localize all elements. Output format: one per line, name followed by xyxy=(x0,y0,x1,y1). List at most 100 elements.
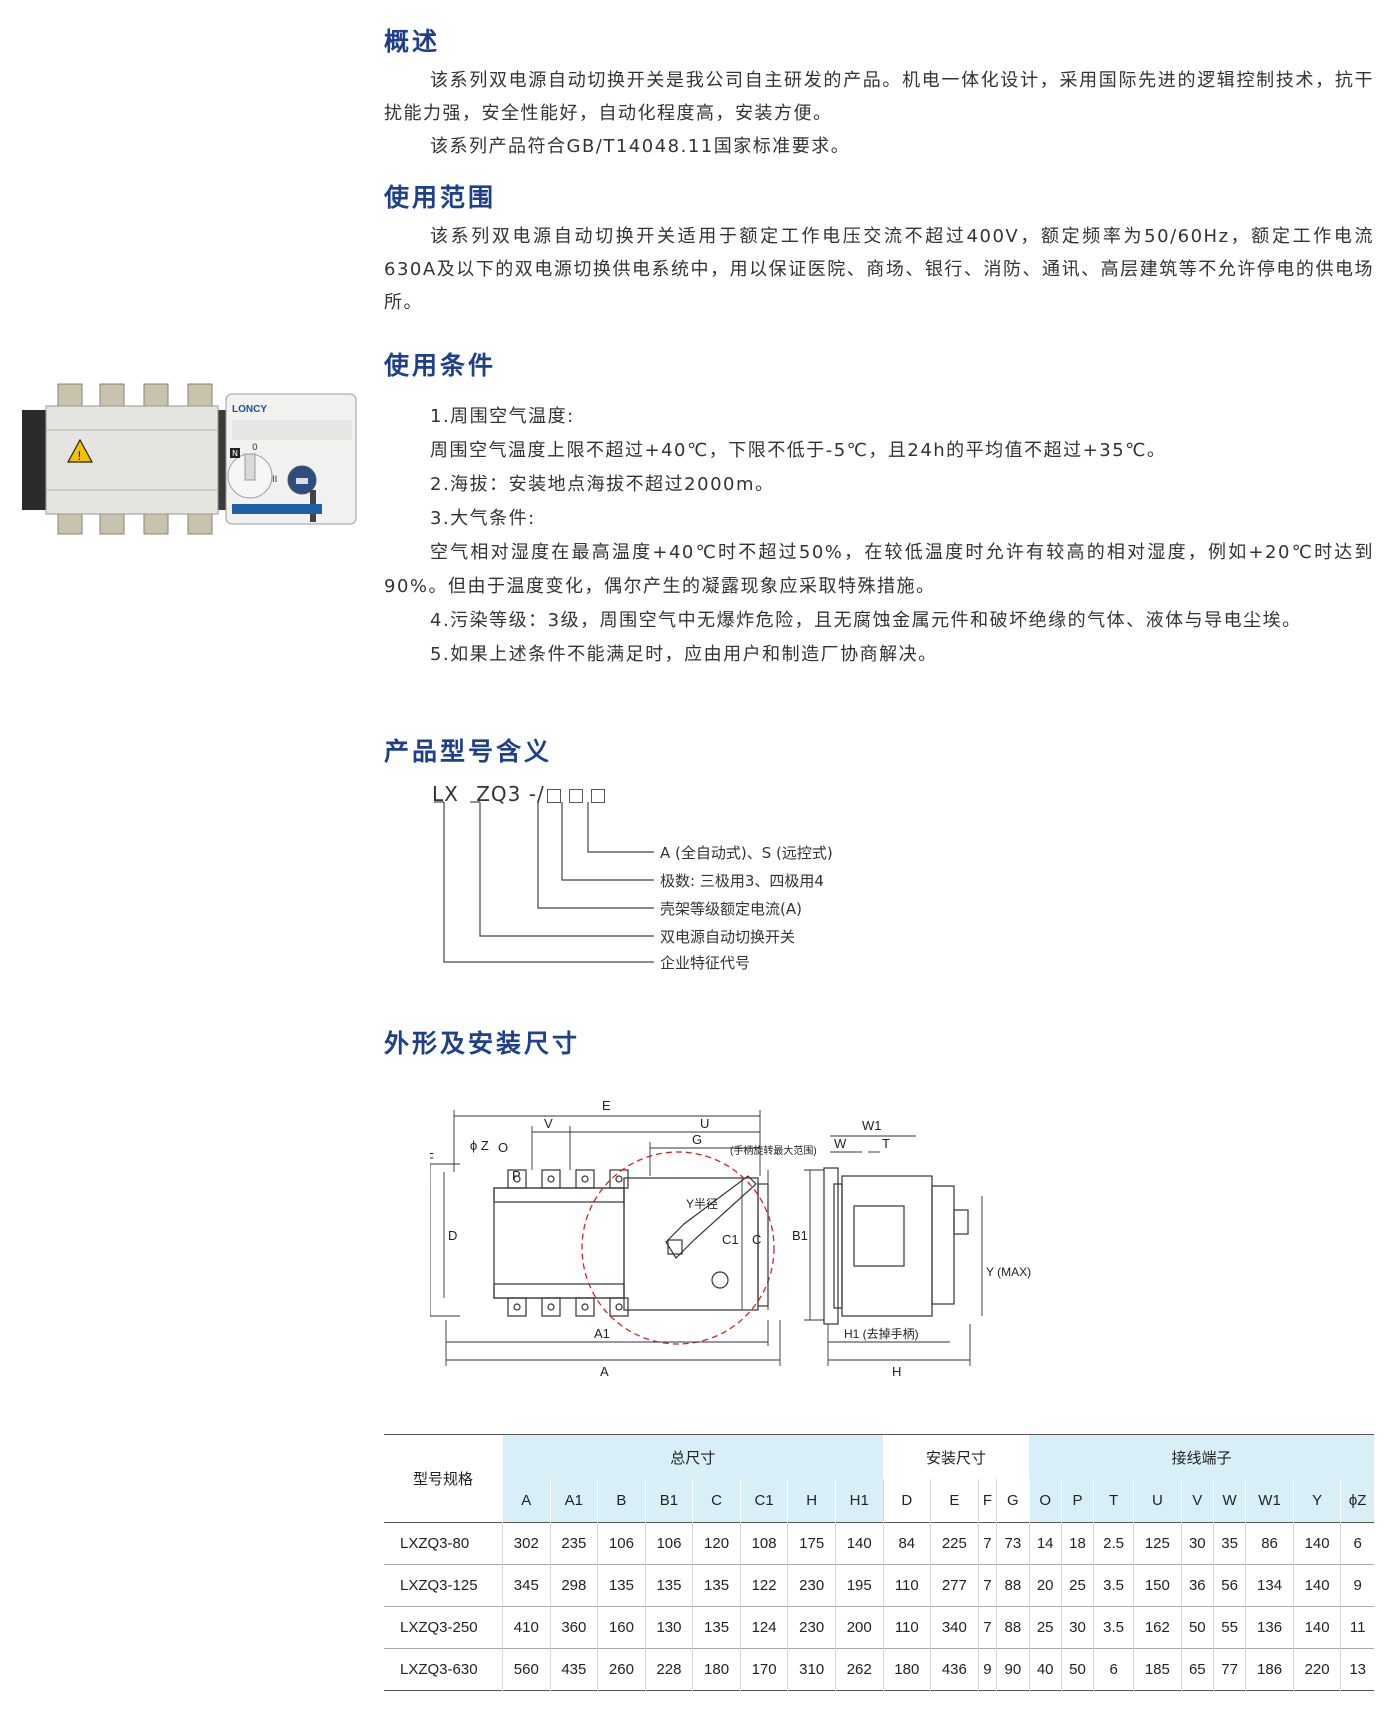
dim-label-W: W xyxy=(834,1136,847,1151)
conditions-text: 1.周围空气温度: 周围空气温度上限不超过+40℃，下限不低于-5℃，且24h的… xyxy=(384,400,1374,672)
table-cell: 186 xyxy=(1245,1648,1294,1691)
table-cell: 228 xyxy=(644,1648,693,1691)
table-cell: 9 xyxy=(1340,1564,1374,1607)
condition-line-6: 4.污染等级：3级，周围空气中无爆炸危险，且无腐蚀金属元件和破坏绝缘的气体、液体… xyxy=(430,610,1302,631)
dim-label-handle-range: (手柄旋转最大范围) xyxy=(730,1144,817,1157)
dim-label-D: D xyxy=(448,1228,457,1243)
table-cell: 140 xyxy=(834,1522,883,1565)
table-cell: 340 xyxy=(930,1606,979,1649)
table-cell: 20 xyxy=(1028,1564,1062,1607)
table-cell: 13 xyxy=(1340,1648,1374,1691)
table-cell: 110 xyxy=(882,1606,931,1649)
table-cell: 200 xyxy=(834,1606,883,1649)
table-cell: 235 xyxy=(549,1522,598,1565)
table-cell: 86 xyxy=(1245,1522,1294,1565)
brand-label: LONCY xyxy=(232,404,267,415)
table-cell: 7 xyxy=(977,1564,997,1607)
table-header-groups: 型号规格 总尺寸 安装尺寸 接线端子 xyxy=(384,1434,1374,1523)
table-col-header: E xyxy=(930,1479,979,1523)
dim-label-U: U xyxy=(700,1116,709,1131)
overview-paragraph-2: 该系列产品符合GB/T14048.11国家标准要求。 xyxy=(430,136,851,157)
table-cell: 135 xyxy=(644,1564,693,1607)
table-cell: 170 xyxy=(739,1648,788,1691)
table-cell: 220 xyxy=(1292,1648,1341,1691)
table-col-header: D xyxy=(882,1479,931,1523)
table-col-header: F xyxy=(977,1479,997,1523)
legend-item-1: A (全自动式)、S (远控式) xyxy=(660,844,833,862)
dim-label-phiZ: ϕ Z xyxy=(470,1138,489,1153)
table-cell: 130 xyxy=(644,1606,693,1649)
table-cell: 40 xyxy=(1028,1648,1062,1691)
product-photo: ! LONCY 0 II N xyxy=(22,383,357,535)
table-cell-model: LXZQ3-80 xyxy=(400,1535,470,1552)
table-cell: 140 xyxy=(1292,1564,1341,1607)
legend-item-2: 极数: 三极用3、四极用4 xyxy=(660,872,824,890)
table-cell: 3.5 xyxy=(1093,1564,1134,1607)
table-col-header: A xyxy=(502,1479,551,1523)
table-cell: 345 xyxy=(502,1564,551,1607)
table-group-overall: 总尺寸 xyxy=(502,1434,883,1479)
table-cell: 14 xyxy=(1028,1522,1062,1565)
table-cell: 140 xyxy=(1292,1522,1341,1565)
dim-label-W1: W1 xyxy=(862,1118,882,1133)
table-cell: 124 xyxy=(739,1606,788,1649)
table-col-header: W xyxy=(1212,1479,1246,1523)
dim-label-V: V xyxy=(544,1116,553,1131)
table-cell: 180 xyxy=(882,1648,931,1691)
table-cell: 435 xyxy=(549,1648,598,1691)
table-cell: 65 xyxy=(1180,1648,1214,1691)
table-cell: 135 xyxy=(692,1606,741,1649)
condition-line-4: 3.大气条件: xyxy=(430,508,536,529)
n-mark: N xyxy=(232,449,238,458)
table-col-header: Y xyxy=(1292,1479,1341,1523)
svg-text:!: ! xyxy=(77,449,82,463)
table-group-mounting: 安装尺寸 xyxy=(883,1434,1030,1479)
placeholder-box-2 xyxy=(568,788,583,803)
table-cell: 410 xyxy=(502,1606,551,1649)
table-cell-model: LXZQ3-630 xyxy=(400,1661,478,1678)
table-cell: 162 xyxy=(1133,1606,1182,1649)
dim-label-H1: H1 (去掉手柄) xyxy=(844,1327,919,1341)
dimensions-title: 外形及安装尺寸 xyxy=(384,1029,581,1058)
dim-label-radius: Y半径 xyxy=(686,1197,718,1211)
table-col-header: P xyxy=(1060,1479,1094,1523)
table-cell: 560 xyxy=(502,1648,551,1691)
dim-label-C1: C1 xyxy=(722,1232,739,1247)
table-cell: 6 xyxy=(1093,1648,1134,1691)
table-cell: 125 xyxy=(1133,1522,1182,1565)
table-cell: 88 xyxy=(996,1606,1030,1649)
model-meaning-title: 产品型号含义 xyxy=(384,737,553,766)
legend-item-3: 壳架等级额定电流(A) xyxy=(660,900,802,918)
table-cell: 11 xyxy=(1340,1606,1374,1649)
table-cell: 84 xyxy=(882,1522,931,1565)
table-col-header: H xyxy=(787,1479,836,1523)
table-cell: 90 xyxy=(996,1648,1030,1691)
table-group-terminal: 接线端子 xyxy=(1029,1434,1374,1479)
table-cell: 195 xyxy=(834,1564,883,1607)
table-cell: 298 xyxy=(549,1564,598,1607)
legend-item-5: 企业特征代号 xyxy=(660,954,751,972)
table-cell: 30 xyxy=(1060,1606,1094,1649)
table-cell: 25 xyxy=(1060,1564,1094,1607)
table-cell: 88 xyxy=(996,1564,1030,1607)
table-cell: 50 xyxy=(1180,1606,1214,1649)
table-cell: 7 xyxy=(977,1606,997,1649)
table-cell: 3.5 xyxy=(1093,1606,1134,1649)
scope-text: 该系列双电源自动切换开关适用于额定工作电压交流不超过400V，额定频率为50/6… xyxy=(384,220,1374,319)
table-cell: 18 xyxy=(1060,1522,1094,1565)
overview-paragraph-1: 该系列双电源自动切换开关是我公司自主研发的产品。机电一体化设计，采用国际先进的逻… xyxy=(384,70,1374,124)
table-col-header: V xyxy=(1180,1479,1214,1523)
table-col-header: C1 xyxy=(739,1479,788,1523)
dim-label-O: O xyxy=(498,1140,508,1155)
dimension-drawing: E V U G (手柄旋转最大范围) ϕ Z O P F B D Y半径 C1 … xyxy=(430,1098,1031,1379)
table-col-header: O xyxy=(1028,1479,1062,1523)
overview-text: 该系列双电源自动切换开关是我公司自主研发的产品。机电一体化设计，采用国际先进的逻… xyxy=(384,64,1374,163)
dim-label-E: E xyxy=(602,1098,611,1113)
table-cell: 35 xyxy=(1212,1522,1246,1565)
table-cell: 135 xyxy=(692,1564,741,1607)
dim-label-F: F xyxy=(430,1150,434,1165)
table-cell: 136 xyxy=(1245,1606,1294,1649)
table-cell: 77 xyxy=(1212,1648,1246,1691)
